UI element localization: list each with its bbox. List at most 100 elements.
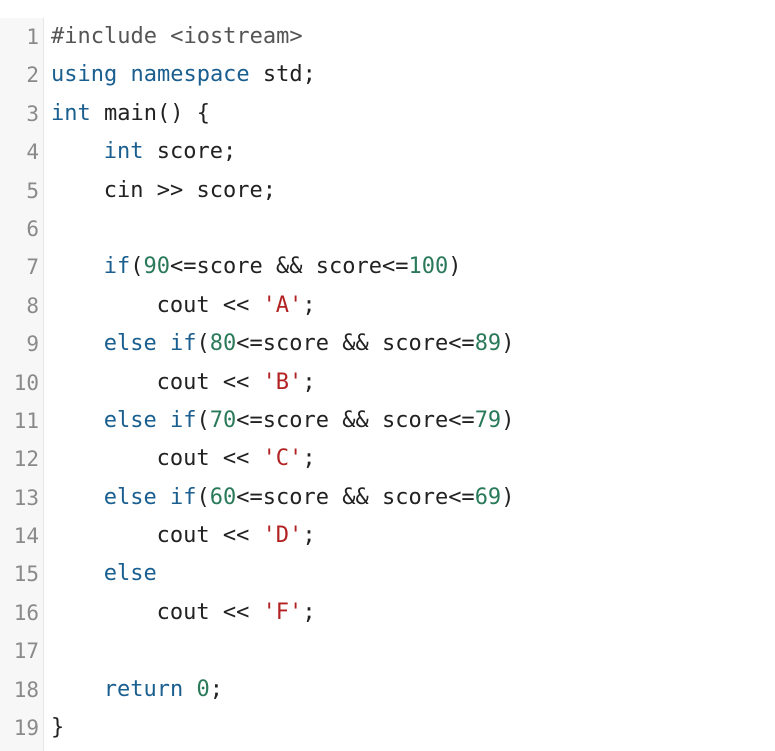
keyword-token: else if	[103, 484, 197, 510]
code-text: if(90<=score && score<=100)	[51, 248, 462, 286]
code-view[interactable]: 1#include <iostream> 2 using namespace std…	[0, 18, 775, 751]
code-text: }	[51, 709, 64, 747]
number-token: 89	[474, 331, 502, 357]
code-token: cin >> score;	[103, 177, 276, 203]
keyword-token: if	[103, 254, 131, 280]
line-number: 6	[26, 216, 39, 241]
code-line[interactable]: 17	[0, 632, 775, 670]
code-line[interactable]: 11 else if(70<=score && score<=79)	[0, 402, 775, 440]
code-token: <=score && score<=	[236, 484, 475, 510]
code-token: (	[196, 484, 210, 510]
code-text: int main() {	[51, 95, 210, 133]
code-line[interactable]: 3 int main() {	[0, 95, 775, 133]
line-number: 15	[13, 562, 39, 587]
number-token: 60	[209, 484, 237, 510]
line-number: 17	[13, 639, 39, 664]
keyword-token: else if	[103, 407, 197, 433]
code-line[interactable]: 2 using namespace std;	[0, 56, 775, 94]
line-number: 8	[26, 293, 39, 318]
code-token: (	[196, 407, 210, 433]
code-text: cin >> score;	[51, 172, 276, 210]
code-token: ;	[302, 599, 316, 625]
code-text: cout << 'A';	[51, 287, 316, 325]
string-token: 'A'	[262, 292, 303, 318]
line-number: 3	[26, 101, 39, 126]
code-line[interactable]: 8 cout << 'A';	[0, 287, 775, 325]
line-number: 11	[13, 408, 39, 433]
line-number: 13	[13, 485, 39, 510]
code-token: (	[130, 254, 144, 280]
number-token: 80	[209, 331, 237, 357]
code-line[interactable]: 16 cout << 'F';	[0, 594, 775, 632]
keyword-token: else if	[103, 331, 197, 357]
code-token: ;	[302, 292, 316, 318]
code-text: cout << 'C';	[51, 440, 316, 478]
line-number: 12	[13, 447, 39, 472]
code-line[interactable]: 13 else if(60<=score && score<=69)	[0, 479, 775, 517]
keyword-token: int	[103, 139, 144, 165]
code-line[interactable]: 14 cout << 'D';	[0, 517, 775, 555]
code-line[interactable]: 1#include <iostream>	[0, 18, 775, 56]
line-number: 18	[13, 677, 39, 702]
keyword-token: int	[51, 100, 91, 126]
code-text: cout << 'F';	[51, 594, 316, 632]
code-text: cout << 'D';	[51, 517, 316, 555]
code-token: ;	[302, 369, 316, 395]
code-text: int score;	[51, 133, 236, 171]
code-text: else if(60<=score && score<=69)	[51, 479, 515, 517]
code-token: )	[501, 331, 515, 357]
line-number: 2	[26, 63, 39, 88]
number-token: 70	[209, 407, 237, 433]
keyword-token: using namespace	[51, 62, 250, 88]
code-line[interactable]: 4 int score;	[0, 133, 775, 171]
string-token: 'D'	[262, 523, 303, 549]
number-token: 79	[474, 407, 502, 433]
line-number: 7	[26, 255, 39, 280]
keyword-token: return	[103, 676, 184, 702]
code-text: cout << 'B';	[51, 364, 316, 402]
line-number-gutter	[0, 18, 44, 751]
code-token: ;	[302, 523, 316, 549]
code-line[interactable]: 15 else	[0, 555, 775, 593]
preprocessor-token: #include <iostream>	[51, 24, 303, 49]
number-token: 69	[474, 484, 502, 510]
code-line[interactable]: 7 if(90<=score && score<=100)	[0, 248, 775, 286]
code-line[interactable]: 18 return 0;	[0, 671, 775, 709]
code-token: std;	[249, 62, 316, 88]
code-lines[interactable]: 1#include <iostream> 2 using namespace std…	[0, 18, 775, 747]
line-number: 19	[13, 716, 39, 741]
code-token: ;	[302, 446, 316, 472]
line-number: 9	[26, 332, 39, 357]
code-line[interactable]: 5 cin >> score;	[0, 172, 775, 210]
code-line[interactable]: 6	[0, 210, 775, 248]
code-line[interactable]: 12 cout << 'C';	[0, 440, 775, 478]
code-line[interactable]: 19}	[0, 709, 775, 747]
line-number: 14	[13, 524, 39, 549]
code-text: return 0;	[51, 671, 223, 709]
code-line[interactable]: 10 cout << 'B';	[0, 364, 775, 402]
keyword-token: else	[103, 561, 157, 587]
number-token: 90	[143, 254, 171, 280]
code-token: <=score && score<=	[236, 407, 475, 433]
string-token: 'F'	[262, 599, 303, 625]
code-token: (	[196, 331, 210, 357]
code-token: )	[501, 484, 515, 510]
line-number: 5	[26, 178, 39, 203]
number-token: 0	[196, 676, 210, 702]
code-text: using namespace std;	[51, 56, 316, 94]
code-text: else	[51, 555, 157, 593]
code-token: cout <<	[156, 446, 263, 472]
string-token: 'C'	[262, 446, 303, 472]
line-number: 16	[13, 600, 39, 625]
code-token: )	[501, 407, 515, 433]
code-text: #include <iostream>	[51, 18, 303, 56]
number-token: 100	[408, 254, 449, 280]
line-number: 4	[26, 140, 39, 165]
code-token: cout <<	[156, 599, 263, 625]
line-number: 10	[13, 370, 39, 395]
code-token: )	[448, 254, 462, 280]
code-token: score;	[143, 139, 237, 165]
code-token: }	[51, 715, 65, 741]
code-token: ;	[209, 676, 224, 702]
